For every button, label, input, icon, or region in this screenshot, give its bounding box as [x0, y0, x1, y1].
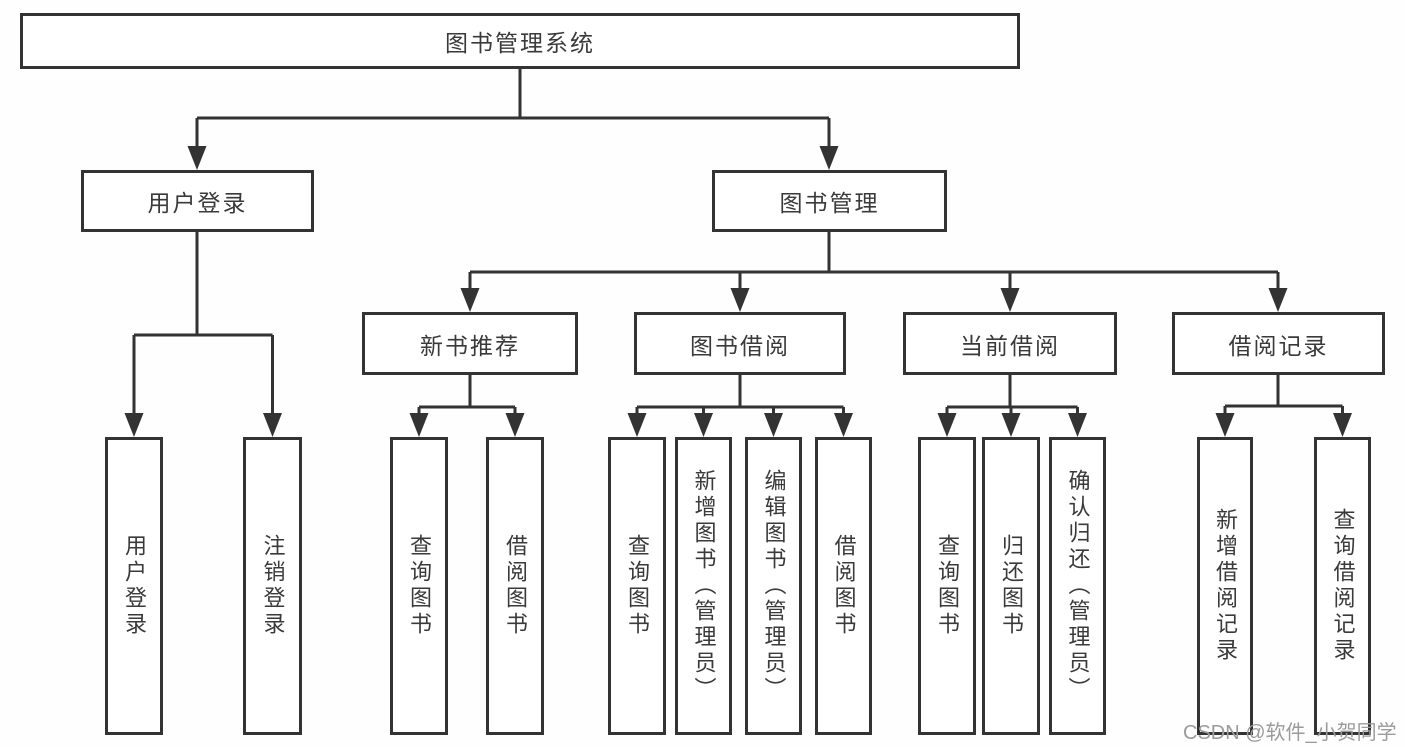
node-library-management-system: 图书管理系统 [20, 13, 1020, 69]
leaf-label: 借阅图书 [831, 534, 857, 638]
arrowhead [1215, 413, 1235, 437]
leaf-logout: 注销登录 [243, 437, 302, 735]
arrowhead [263, 413, 282, 437]
node-book-management: 图书管理 [712, 170, 947, 232]
arrowhead [937, 413, 957, 437]
arrowhead [834, 413, 853, 437]
arrowhead [1000, 288, 1020, 312]
leaf-label: 确认归还（管理员） [1065, 469, 1091, 703]
leaf-label: 用户登录 [122, 534, 147, 638]
arrowhead [730, 288, 750, 312]
arrowhead [1068, 413, 1087, 437]
leaf-label: 注销登录 [260, 534, 286, 638]
arrowhead [505, 413, 525, 437]
node-book-borrowing: 图书借阅 [634, 312, 846, 375]
leaf-user-login: 用户登录 [105, 437, 163, 735]
arrowhead [409, 413, 429, 437]
csdn-watermark: CSDN @软件_小贺同学 [1183, 722, 1397, 744]
arrowhead [460, 288, 480, 312]
node-current-borrowing: 当前借阅 [903, 312, 1117, 375]
node-borrowing-records: 借阅记录 [1172, 312, 1385, 375]
connector-path [132, 68, 1344, 417]
leaf-label: 借阅图书 [503, 534, 528, 638]
leaf-label: 查询借阅记录 [1330, 508, 1356, 664]
leaf-add-borrow-record: 新增借阅记录 [1197, 437, 1253, 735]
arrowhead [764, 413, 783, 437]
arrowhead [1001, 413, 1021, 437]
leaf-label: 查询图书 [407, 534, 432, 638]
arrowhead [187, 146, 207, 170]
leaf-edit-books-admin: 编辑图书（管理员） [745, 437, 802, 735]
arrowhead [627, 413, 647, 437]
leaf-label: 新增借阅记录 [1213, 508, 1238, 664]
leaf-borrow-books: 借阅图书 [815, 437, 872, 735]
leaf-query-books-borrow: 查询图书 [608, 437, 666, 735]
node-user-login: 用户登录 [81, 170, 314, 232]
arrowhead [819, 146, 839, 170]
leaf-return-books: 归还图书 [982, 437, 1040, 735]
leaf-borrow-books-recommend: 借阅图书 [486, 437, 544, 735]
leaf-label: 归还图书 [999, 534, 1024, 638]
leaf-query-books-recommend: 查询图书 [390, 437, 448, 735]
arrowhead [694, 413, 713, 437]
arrowhead [1333, 413, 1352, 437]
leaf-label: 查询图书 [625, 534, 650, 638]
leaf-query-books-current: 查询图书 [918, 437, 976, 735]
leaf-label: 新增图书（管理员） [691, 469, 717, 703]
leaf-label: 查询图书 [935, 534, 960, 638]
arrowhead [1268, 288, 1288, 312]
leaf-add-books-admin: 新增图书（管理员） [675, 437, 732, 735]
arrowhead [124, 413, 144, 437]
leaf-confirm-return-admin: 确认归还（管理员） [1049, 437, 1106, 735]
leaf-query-borrow-record: 查询借阅记录 [1314, 437, 1371, 735]
leaf-label: 编辑图书（管理员） [761, 469, 787, 703]
node-new-book-recommendation: 新书推荐 [362, 312, 578, 375]
